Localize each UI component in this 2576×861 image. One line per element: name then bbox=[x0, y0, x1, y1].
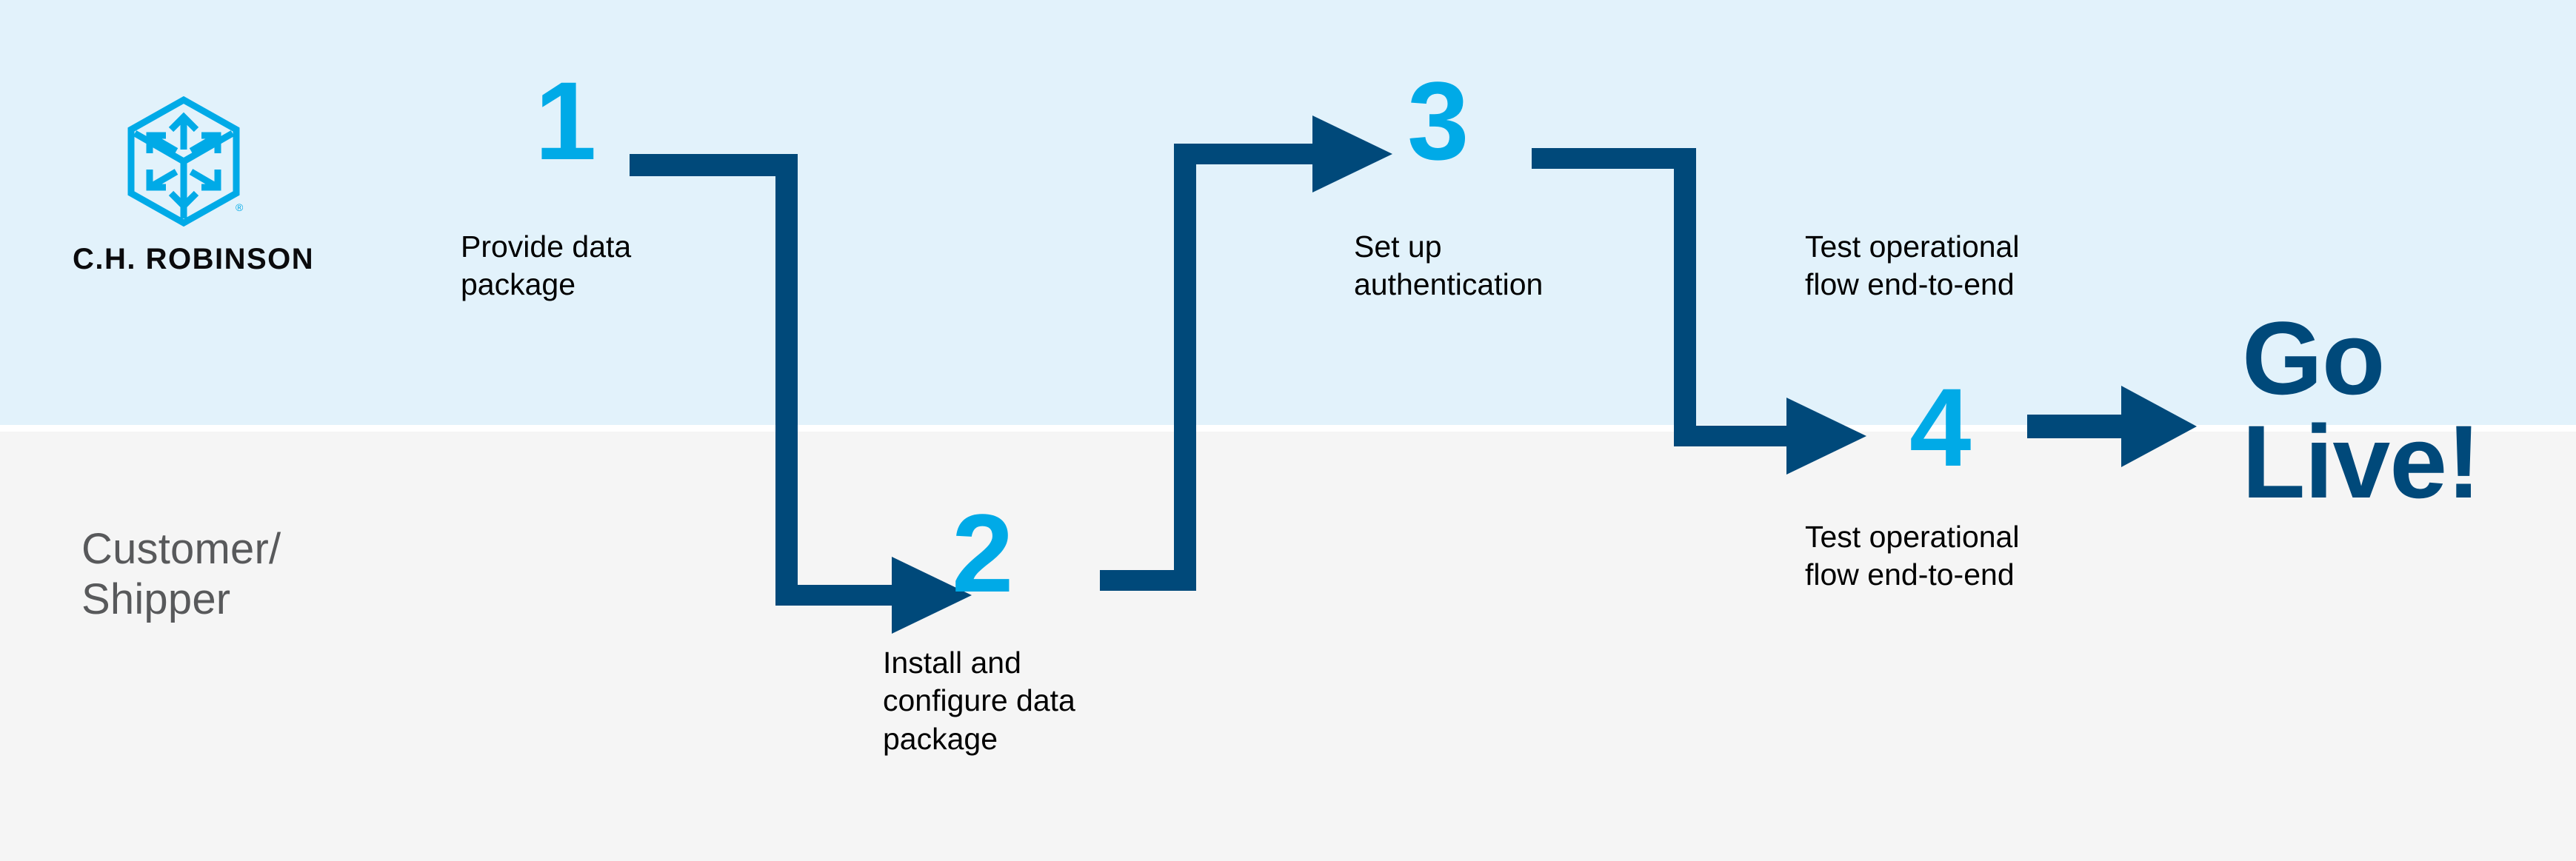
go-live-line-2: Live! bbox=[2242, 403, 2481, 520]
step-1-to-step-2-connector bbox=[630, 154, 972, 634]
cube-hexagon-arrows-icon: ® bbox=[127, 96, 243, 227]
brand-wordmark: C.H. ROBINSON bbox=[73, 243, 315, 275]
step-4-caption-line-2: flow end-to-end bbox=[1805, 557, 2015, 592]
step-4-caption: Test operational flow end-to-end bbox=[1805, 518, 2101, 594]
step-4-number: 4 bbox=[1909, 365, 1971, 489]
step-3-caption: Set up authentication bbox=[1354, 228, 1635, 304]
step-2-caption-line-1: Install and bbox=[883, 646, 1021, 680]
step-2-caption: Install and configure data package bbox=[883, 644, 1164, 758]
step-3-to-step-4-connector bbox=[1532, 148, 1866, 475]
step-1-caption: Provide data package bbox=[461, 228, 705, 304]
top-band-background bbox=[0, 0, 2576, 425]
go-live-outcome: Go Live! bbox=[2242, 300, 2481, 520]
step-3-extra-caption-line-1: Test operational bbox=[1805, 230, 2020, 264]
step-3-caption-line-1: Set up bbox=[1354, 230, 1442, 264]
registered-mark: ® bbox=[236, 201, 243, 213]
step-3-caption-line-2: authentication bbox=[1354, 267, 1544, 302]
bottom-band-background bbox=[0, 432, 2576, 861]
step-1-number: 1 bbox=[535, 58, 596, 183]
lane-label-line-1: Customer/ bbox=[81, 525, 281, 573]
go-live-line-1: Go bbox=[2242, 300, 2385, 416]
step-4-caption-line-1: Test operational bbox=[1805, 520, 2020, 554]
step-2-caption-line-3: package bbox=[883, 721, 998, 756]
step-4-to-go-live-connector bbox=[2027, 386, 2197, 467]
brand-logo: ® C.H. ROBINSON bbox=[73, 96, 315, 276]
step-2-to-step-3-connector bbox=[1100, 115, 1392, 591]
step-3-number: 3 bbox=[1407, 58, 1469, 183]
step-1-caption-line-1: Provide data bbox=[461, 230, 632, 264]
step-1-caption-line-2: package bbox=[461, 267, 576, 302]
lane-label-customer-shipper: Customer/ Shipper bbox=[81, 524, 393, 625]
step-3-extra-caption: Test operational flow end-to-end bbox=[1805, 228, 2101, 304]
step-2-caption-line-2: configure data bbox=[883, 683, 1075, 718]
lane-label-line-2: Shipper bbox=[81, 574, 231, 623]
step-3-extra-caption-line-2: flow end-to-end bbox=[1805, 267, 2015, 302]
step-2-number: 2 bbox=[952, 491, 1013, 615]
